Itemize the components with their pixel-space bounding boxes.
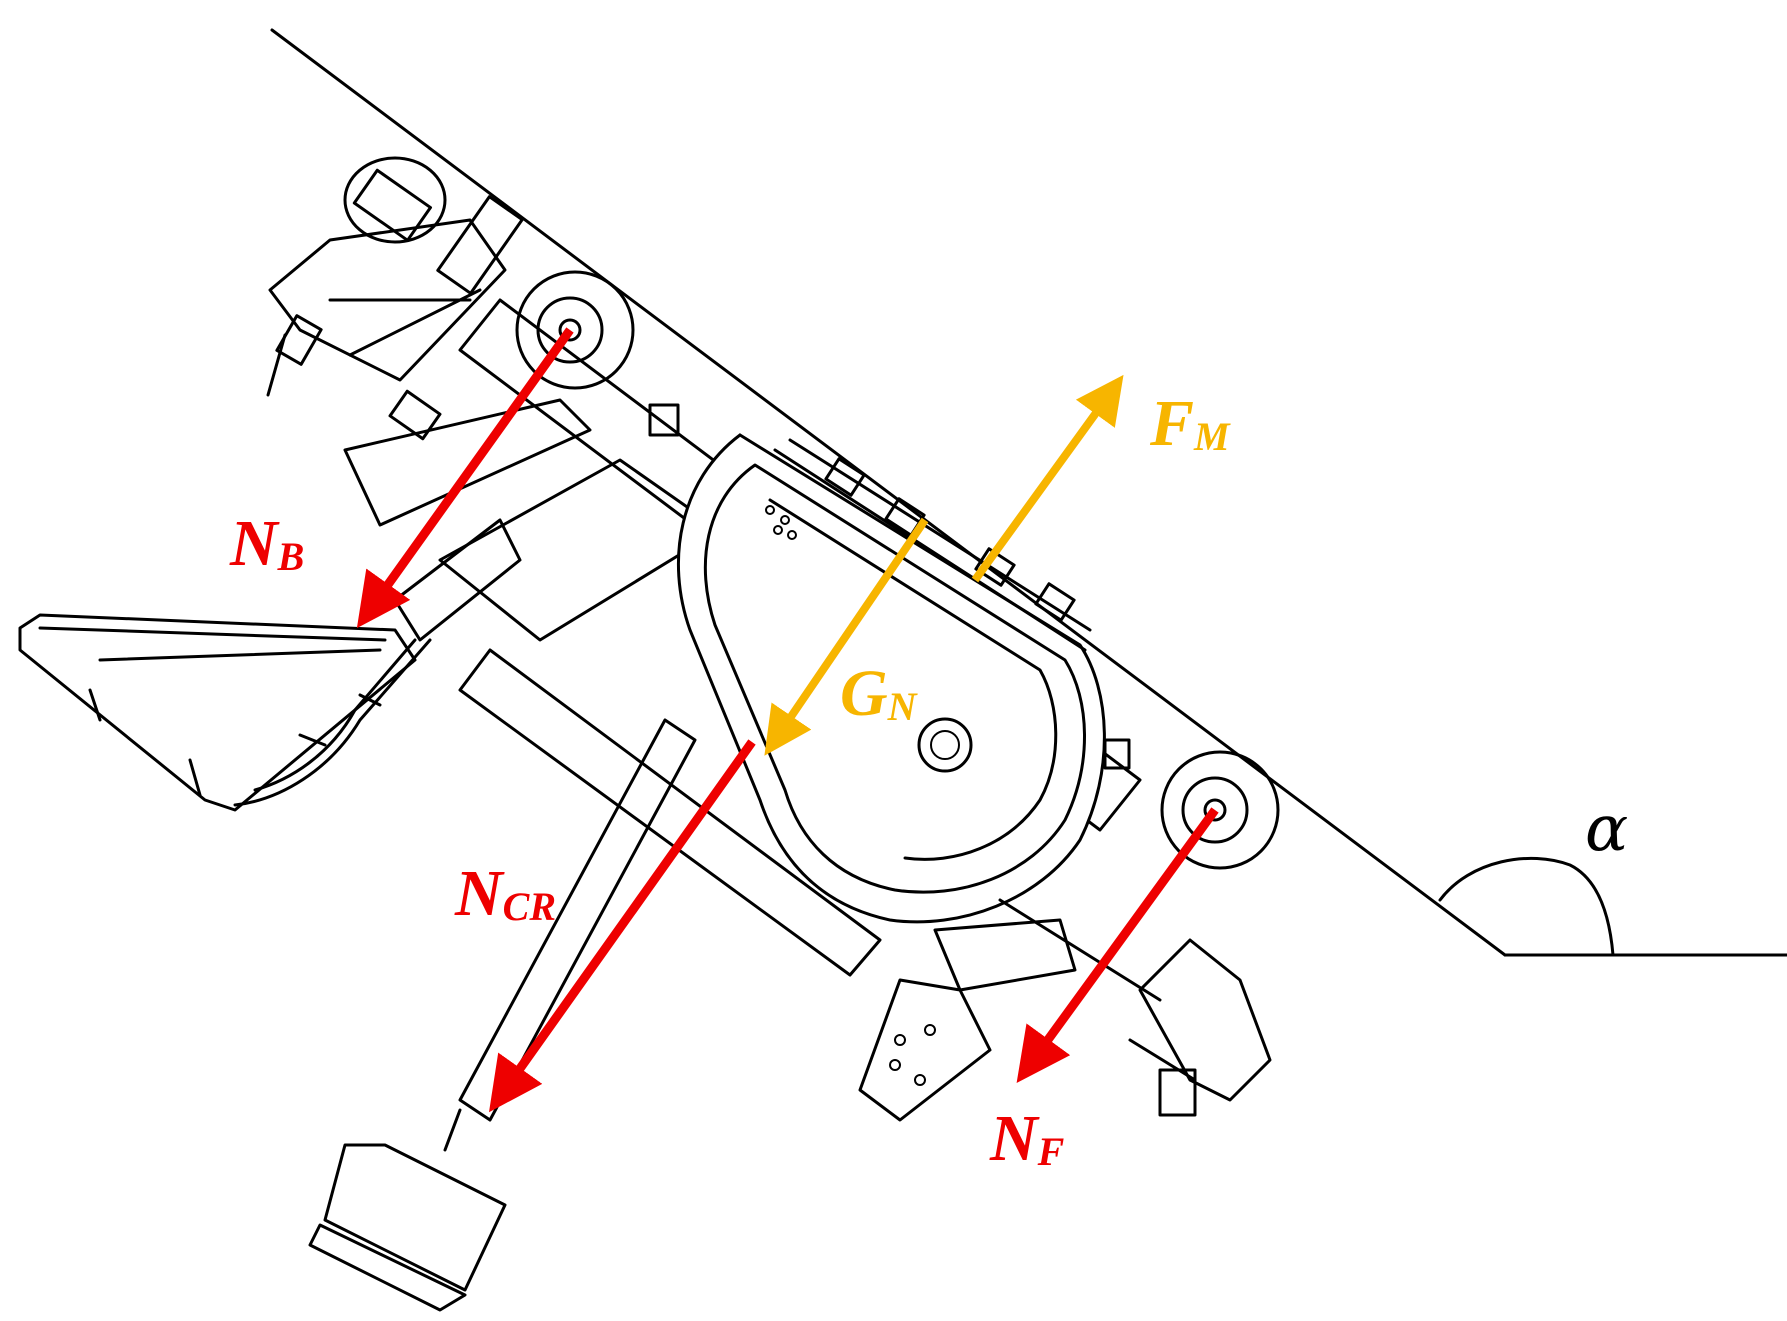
force-arrow-NCR xyxy=(488,739,756,1113)
left-frame xyxy=(18,518,522,812)
counterweight-rod xyxy=(308,718,697,1312)
label-FM: FM xyxy=(1149,387,1231,460)
front-bracket xyxy=(858,898,1272,1122)
label-NF: NF xyxy=(989,1102,1065,1175)
front-wheel xyxy=(1160,750,1280,870)
label-NB: NB xyxy=(229,507,304,580)
force-arrows xyxy=(356,327,1219,1113)
label-NCR: NCR xyxy=(454,857,556,930)
label-alpha: α xyxy=(1585,792,1628,866)
force-arrow-NB xyxy=(356,327,574,629)
angle-arc xyxy=(1438,856,1615,957)
track-module xyxy=(676,433,1131,924)
inclined-surface xyxy=(270,28,1787,957)
force-arrow-NF xyxy=(1016,807,1219,1083)
force-labels: NB NCR NF GN FM α xyxy=(229,387,1628,1175)
label-GN: GN xyxy=(840,657,919,730)
robot-drawing xyxy=(18,156,1280,1312)
force-arrow-FM xyxy=(971,374,1124,583)
top-sensor-module xyxy=(266,156,524,397)
force-arrow-GN xyxy=(764,517,929,756)
back-wheel xyxy=(515,270,635,390)
